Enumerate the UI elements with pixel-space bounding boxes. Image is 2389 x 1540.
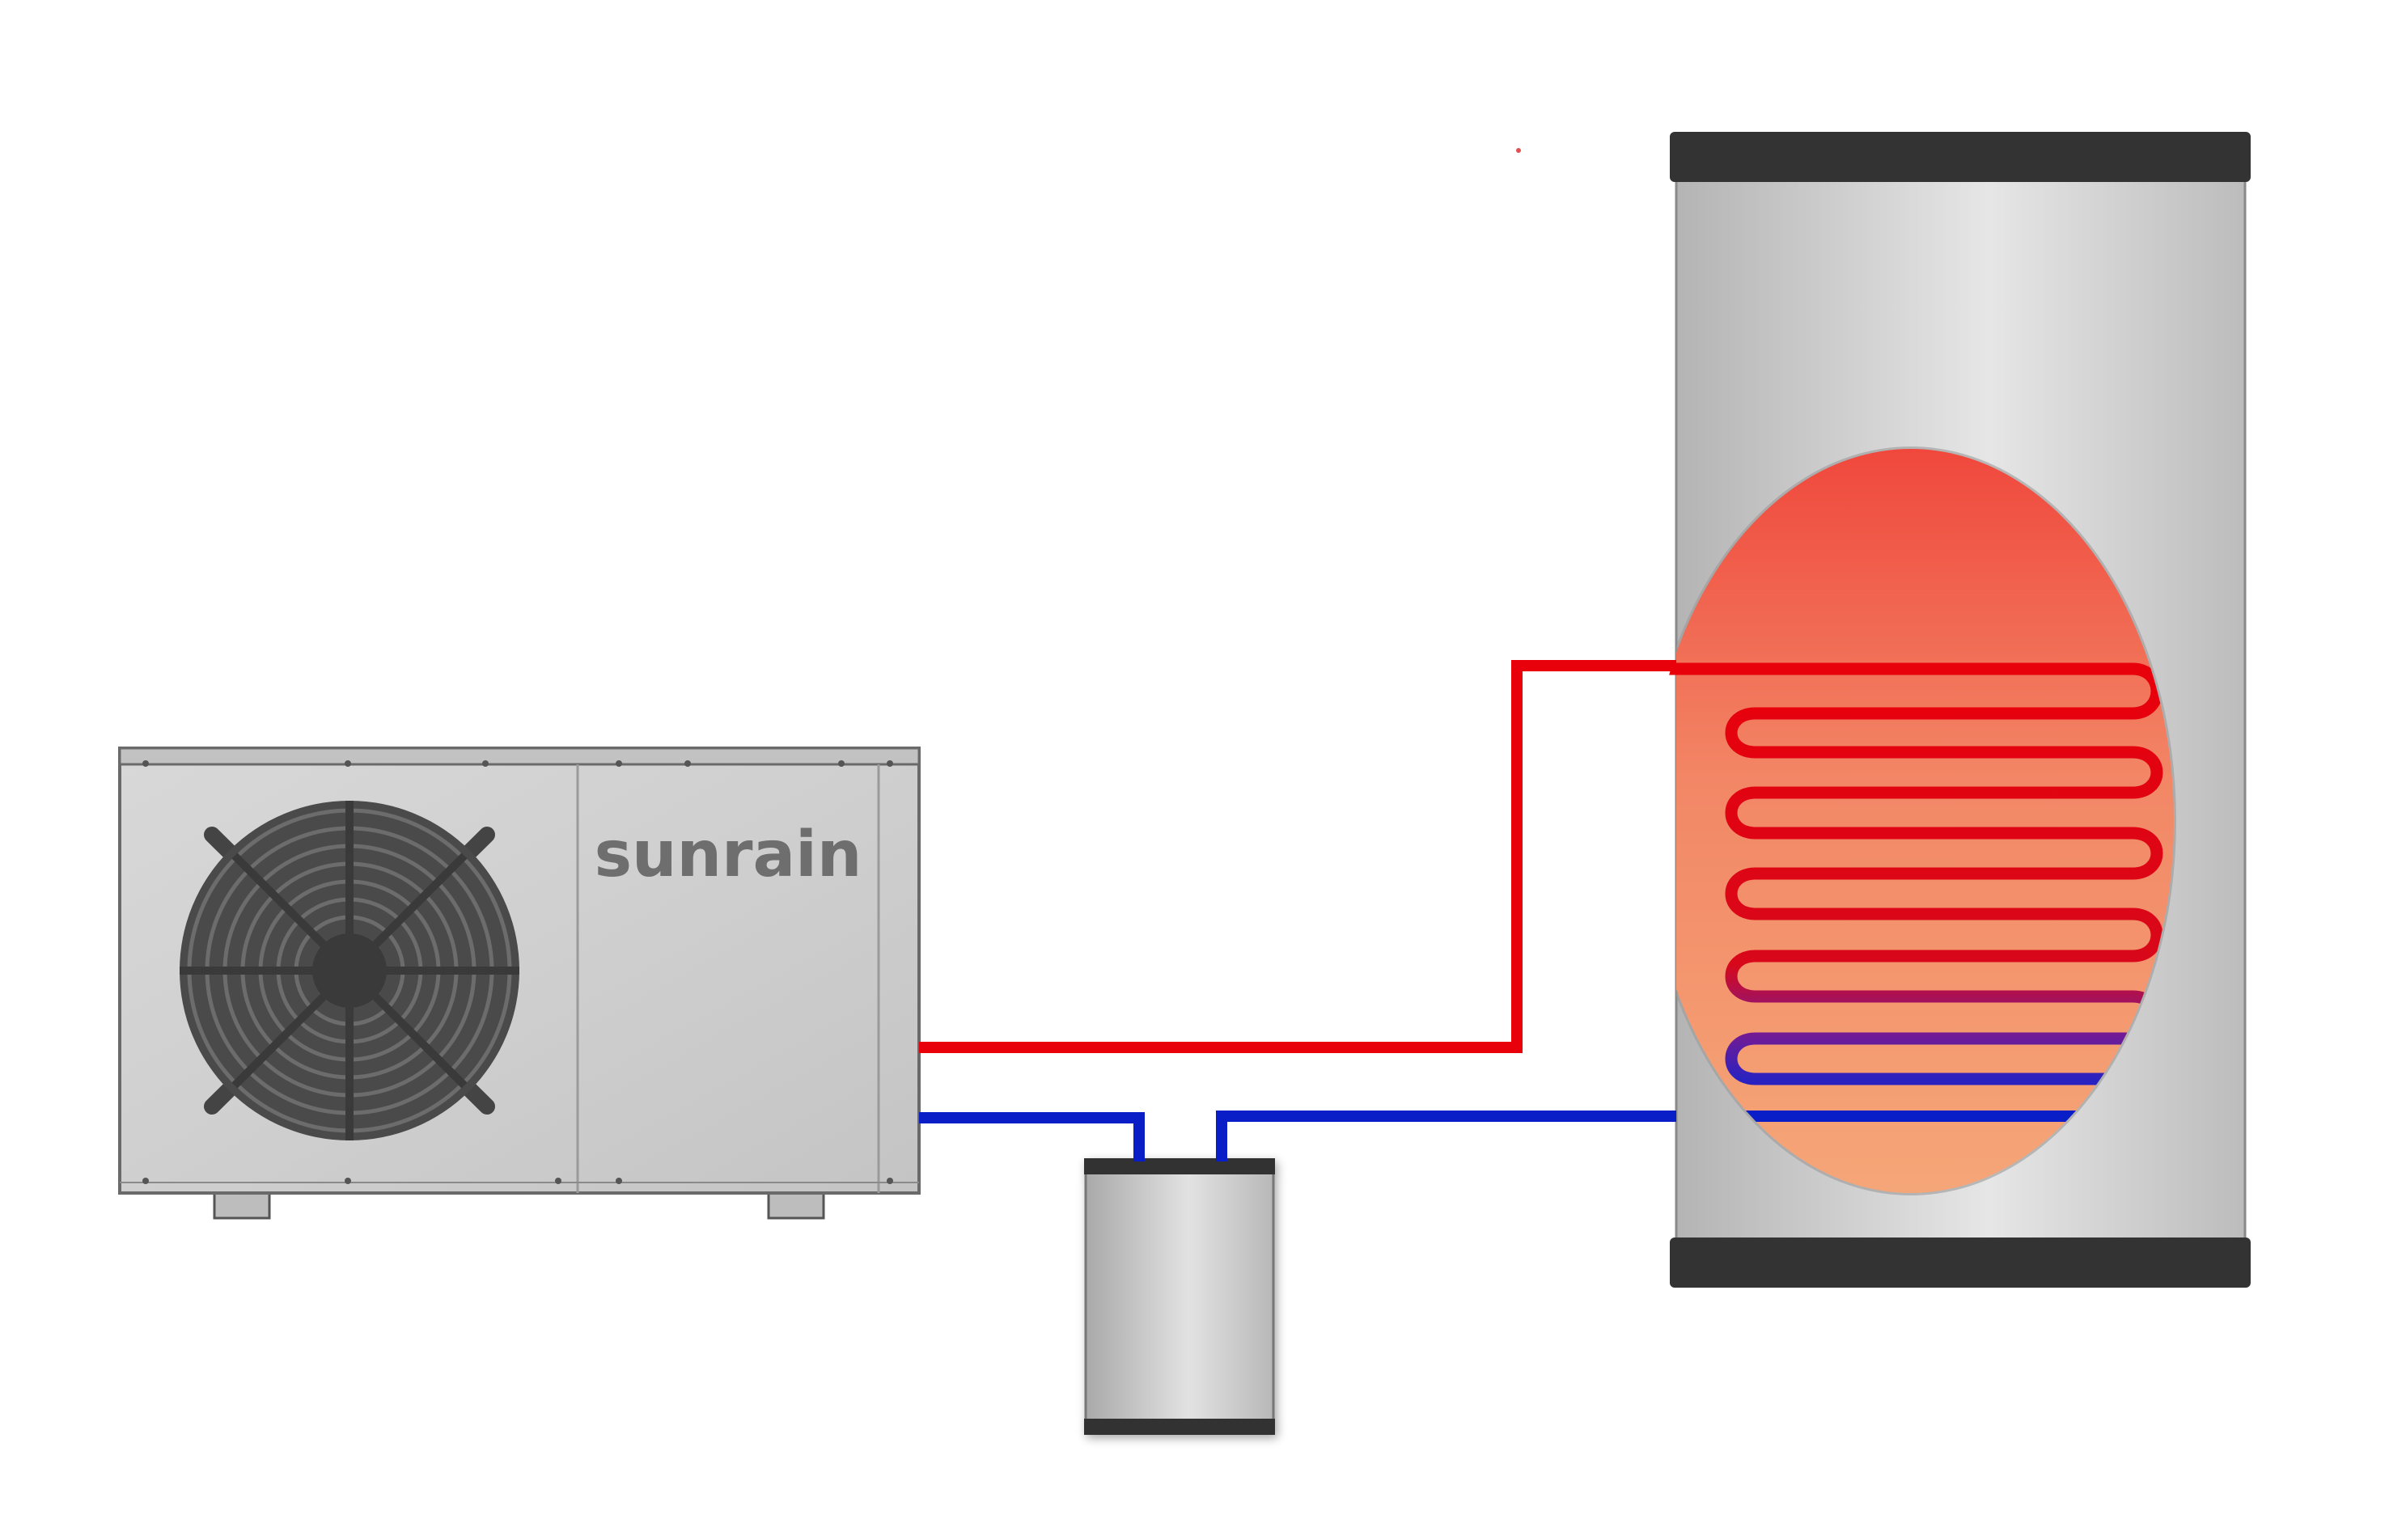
pump-bottom-cap	[1084, 1419, 1275, 1435]
pump-top-cap	[1084, 1158, 1275, 1174]
stray-mark	[1516, 148, 1521, 153]
tank-top-cap	[1670, 132, 2251, 182]
unit-top-lip	[118, 747, 921, 766]
unit-screws	[142, 760, 893, 1184]
unit-foot-right	[767, 1189, 825, 1220]
brand-label: sunrain	[595, 819, 862, 891]
cold-return-pipe-tank-side	[1216, 1111, 1676, 1161]
tank-water-cutaway	[1676, 446, 2176, 1195]
storage-tank	[1650, 132, 2251, 1288]
tank-bottom-cap	[1670, 1238, 2251, 1288]
unit-foot-left	[213, 1189, 271, 1220]
hot-water-pipe	[919, 660, 1676, 1053]
cold-return-pipe-unit-side	[919, 1112, 1145, 1161]
circulation-pump-unit	[1084, 1158, 1275, 1435]
fan-guard-icon	[180, 801, 519, 1140]
heat-pump-unit: sunrain	[118, 747, 921, 1220]
